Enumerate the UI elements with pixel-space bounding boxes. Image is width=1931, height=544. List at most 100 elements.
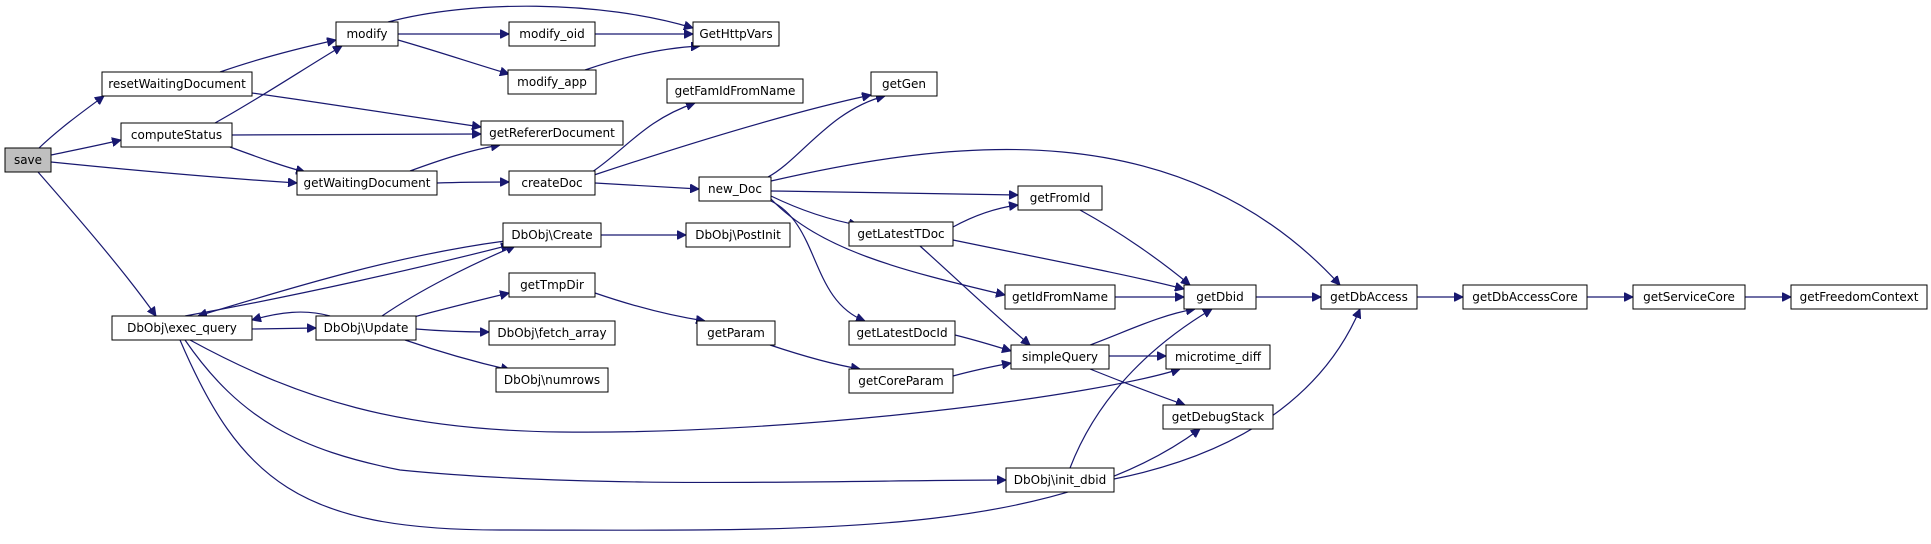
edge-exec_query-to-init_dbid: [184, 339, 1006, 483]
edge-line: [189, 339, 1180, 433]
edge-line: [404, 339, 510, 370]
node-label: getCoreParam: [858, 374, 944, 388]
edge-line: [1089, 309, 1195, 346]
edge-line: [381, 246, 515, 317]
node-box: [508, 272, 596, 298]
node-box: [870, 71, 938, 97]
node-label: modify: [346, 27, 387, 41]
edge-getLatestTDoc-to-getFromId: [952, 205, 1018, 228]
node-resetWaitingDocument[interactable]: resetWaitingDocument: [101, 71, 253, 97]
node-label: microtime_diff: [1175, 350, 1262, 364]
node-box: [488, 320, 616, 346]
node-getIdFromName[interactable]: getIdFromName: [1004, 284, 1116, 310]
node-label: getLatestTDoc: [857, 227, 944, 241]
edge-line: [231, 134, 481, 135]
node-microtime_diff[interactable]: microtime_diff: [1165, 344, 1271, 370]
edge-line: [409, 145, 500, 172]
node-modify_oid[interactable]: modify_oid: [508, 21, 596, 47]
node-label: getDebugStack: [1172, 410, 1264, 424]
node-getLatestTDoc[interactable]: getLatestTDoc: [848, 221, 954, 247]
node-box: [1320, 284, 1418, 310]
edge-new_Doc-to-getFromId: [770, 191, 1018, 195]
node-PostInit[interactable]: DbObj\PostInit: [685, 222, 791, 248]
edge-exec_query-to-Create: [184, 245, 510, 317]
edge-getTmpDir-to-getParam: [594, 292, 705, 321]
edge-line: [584, 46, 700, 71]
node-box: [507, 69, 597, 95]
edge-line: [38, 96, 104, 149]
node-save[interactable]: save: [4, 147, 52, 173]
node-label: getFreedomContext: [1800, 290, 1919, 304]
edge-line: [397, 39, 509, 74]
node-label: resetWaitingDocument: [108, 77, 246, 91]
node-box: [296, 170, 438, 196]
edge-Update-to-Create: [381, 246, 515, 317]
node-label: DbObj\exec_query: [127, 321, 237, 335]
edge-exec_query-to-microtime_diff: [189, 339, 1180, 433]
node-getCoreParam[interactable]: getCoreParam: [848, 368, 954, 394]
node-Update[interactable]: DbObj\Update: [315, 315, 417, 341]
node-getLatestDocId[interactable]: getLatestDocId: [848, 320, 956, 346]
edge-computeStatus-to-modify: [214, 45, 342, 124]
node-exec_query[interactable]: DbObj\exec_query: [111, 315, 253, 341]
node-box: [848, 320, 956, 346]
edge-Update-to-numrows: [404, 339, 510, 370]
edge-new_Doc-to-getGen: [767, 96, 885, 178]
node-label: DbObj\fetch_array: [497, 326, 606, 340]
edge-resetWaitingDocument-to-getRefererDocument: [251, 92, 481, 127]
node-modify_app[interactable]: modify_app: [507, 69, 597, 95]
edge-line: [767, 96, 885, 178]
node-Create[interactable]: DbObj\Create: [502, 222, 602, 248]
node-box: [1165, 344, 1271, 370]
node-getTmpDir[interactable]: getTmpDir: [508, 272, 596, 298]
node-getDbid[interactable]: getDbid: [1183, 284, 1257, 310]
edge-exec_query-to-Update: [251, 328, 316, 329]
node-label: GetHttpVars: [699, 27, 772, 41]
node-new_Doc[interactable]: new_Doc: [698, 176, 772, 202]
edge-resetWaitingDocument-to-modify: [219, 40, 336, 73]
edge-save-to-getWaitingDocument: [50, 161, 297, 183]
edge-simpleQuery-to-getDebugStack: [1089, 368, 1185, 405]
node-getGen[interactable]: getGen: [870, 71, 938, 97]
edge-createDoc-to-getFamIdFromName: [591, 103, 695, 173]
node-numrows[interactable]: DbObj\numrows: [495, 367, 609, 393]
node-computeStatus[interactable]: computeStatus: [120, 122, 233, 148]
node-getFamIdFromName[interactable]: getFamIdFromName: [666, 78, 804, 104]
edge-createDoc-to-getGen: [593, 95, 871, 176]
node-getRefererDocument[interactable]: getRefererDocument: [480, 120, 624, 146]
edge-getParam-to-getCoreParam: [769, 344, 860, 369]
node-getWaitingDocument[interactable]: getWaitingDocument: [296, 170, 438, 196]
node-getServiceCore[interactable]: getServiceCore: [1632, 284, 1746, 310]
edge-save-to-resetWaitingDocument: [38, 96, 104, 149]
node-box: [685, 222, 791, 248]
edge-line: [214, 45, 342, 124]
edge-line: [770, 191, 1018, 195]
node-label: modify_app: [517, 75, 587, 89]
edge-line: [50, 161, 297, 183]
edge-exec_query-to-getDebugStack: [179, 339, 1200, 531]
edge-line: [229, 146, 305, 172]
node-createDoc[interactable]: createDoc: [508, 170, 596, 196]
node-simpleQuery[interactable]: simpleQuery: [1010, 344, 1110, 370]
node-GetHttpVars[interactable]: GetHttpVars: [692, 21, 780, 47]
node-getDbAccessCore[interactable]: getDbAccessCore: [1462, 284, 1588, 310]
node-init_dbid[interactable]: DbObj\init_dbid: [1005, 467, 1115, 493]
node-modify[interactable]: modify: [335, 21, 399, 47]
node-box: [1004, 284, 1116, 310]
node-getParam[interactable]: getParam: [696, 320, 776, 346]
node-getDbAccess[interactable]: getDbAccess: [1320, 284, 1418, 310]
edge-simpleQuery-to-getDbid: [1089, 309, 1195, 346]
node-box: [495, 367, 609, 393]
node-getFreedomContext[interactable]: getFreedomContext: [1790, 284, 1928, 310]
node-fetch_array[interactable]: DbObj\fetch_array: [488, 320, 616, 346]
edge-getLatestTDoc-to-simpleQuery: [919, 245, 1030, 345]
node-label: modify_oid: [519, 27, 584, 41]
nodes-layer: save resetWaitingDocument computeStatus get…: [4, 21, 1928, 493]
node-label: getParam: [707, 326, 765, 340]
node-box: [1462, 284, 1588, 310]
edge-line: [591, 103, 695, 173]
node-getFromId[interactable]: getFromId: [1017, 185, 1103, 211]
edge-line: [952, 363, 1011, 377]
edge-Update-to-exec_query: [252, 311, 331, 320]
node-getDebugStack[interactable]: getDebugStack: [1162, 404, 1274, 430]
